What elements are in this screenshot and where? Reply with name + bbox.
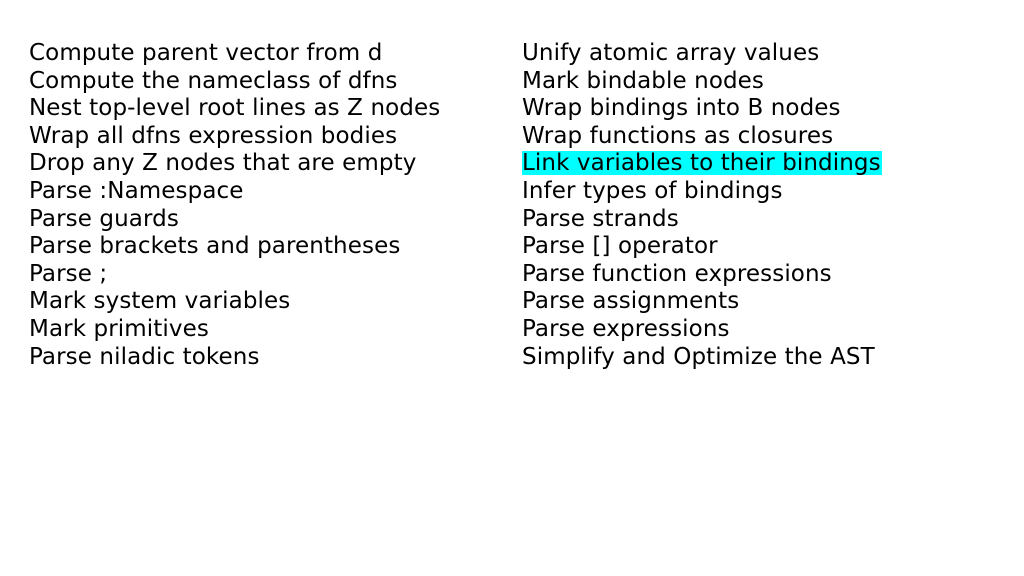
list-item: Wrap bindings into B nodes [522, 95, 841, 122]
list-item: Parse function expressions [522, 260, 832, 287]
list-item: Parse brackets and parentheses [29, 233, 401, 260]
list-item: Parse ; [29, 260, 108, 287]
list-item: Parse [] operator [522, 233, 718, 260]
list-item: Drop any Z nodes that are empty [29, 150, 417, 177]
highlighted-list-item: Link variables to their bindings [522, 150, 992, 178]
list-item: Compute parent vector from d [29, 40, 383, 66]
left-column-list: Compute parent vector from d Compute the… [29, 40, 499, 371]
highlighted-text: Link variables to their bindings [522, 150, 882, 177]
list-item: Unify atomic array values [522, 40, 820, 66]
list-item: Simplify and Optimize the AST [522, 343, 875, 370]
list-item: Nest top-level root lines as Z nodes [29, 95, 441, 122]
list-item: Parse :Namespace [29, 177, 244, 204]
list-item: Wrap functions as closures [522, 122, 834, 149]
list-item: Parse expressions [522, 315, 730, 342]
list-item: Wrap all dfns expression bodies [29, 122, 398, 149]
list-item: Compute the nameclass of dfns [29, 67, 398, 94]
list-item: Infer types of bindings [522, 177, 783, 204]
list-item: Parse strands [522, 205, 679, 232]
list-item: Parse guards [29, 205, 179, 232]
list-item: Parse niladic tokens [29, 343, 260, 370]
list-item: Parse assignments [522, 288, 740, 315]
list-item: Mark system variables [29, 288, 291, 315]
list-item: Mark primitives [29, 315, 209, 342]
right-column-list: Unify atomic array values Mark bindable … [522, 40, 992, 371]
list-item: Mark bindable nodes [522, 67, 765, 94]
